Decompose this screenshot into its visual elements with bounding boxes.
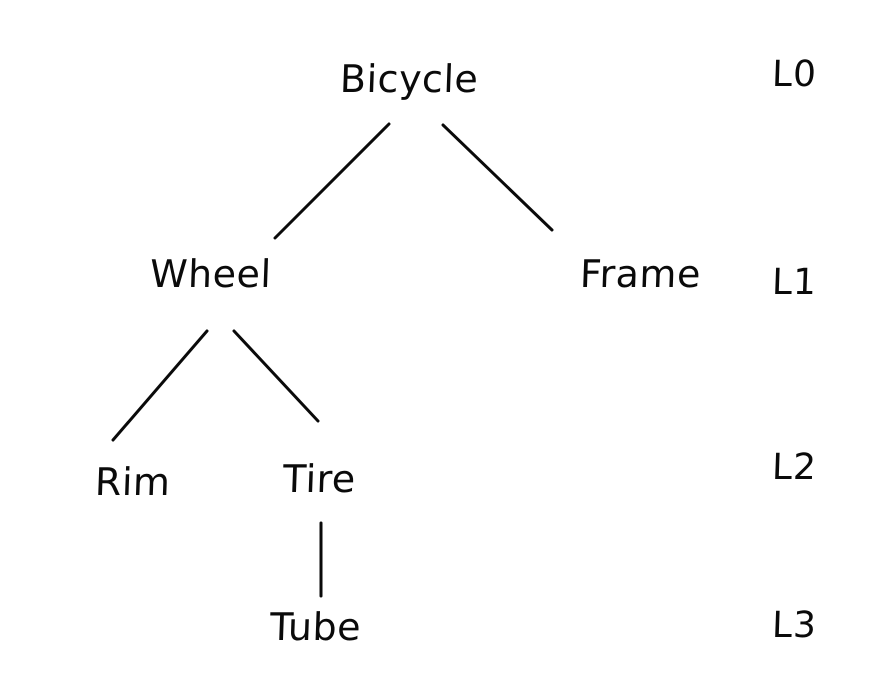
node-frame: Frame <box>579 252 702 296</box>
node-tire: Tire <box>282 457 357 501</box>
node-tube: Tube <box>269 605 362 649</box>
level-label-l2: L2 <box>771 447 818 488</box>
edge-bicycle-frame <box>441 123 554 232</box>
edge-wheel-tire <box>232 329 320 423</box>
edge-bicycle-wheel <box>273 122 391 240</box>
node-bicycle: Bicycle <box>339 57 480 101</box>
level-label-l0: L0 <box>771 54 818 95</box>
edge-wheel-rim <box>111 329 209 442</box>
node-rim: Rim <box>94 460 172 504</box>
tree-edges <box>111 122 554 598</box>
level-label-l3: L3 <box>771 605 818 646</box>
node-wheel: Wheel <box>149 252 273 296</box>
level-label-l1: L1 <box>771 262 818 303</box>
